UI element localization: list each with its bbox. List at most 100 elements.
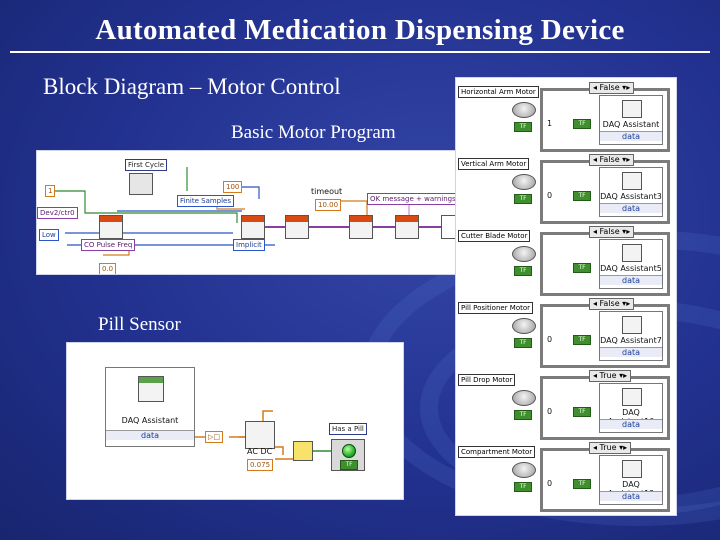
motor-control-knob[interactable] <box>512 390 536 406</box>
daq-icon <box>622 244 642 262</box>
daqmx-wait-node[interactable] <box>349 215 373 239</box>
case-selector[interactable]: ◂ False ▾▸ <box>589 82 635 94</box>
has-a-pill-indicator: TF <box>331 439 365 471</box>
daqmx-timing-node[interactable] <box>241 215 265 239</box>
error-message-selector[interactable]: OK message + warnings <box>367 193 459 205</box>
case-tf-constant: TF <box>573 335 591 345</box>
motor-control-knob[interactable] <box>512 174 536 190</box>
daq-assistant-data: data <box>600 131 662 141</box>
motor-name-label: Cutter Blade Motor <box>458 230 531 242</box>
pill-daq-label: DAQ Assistant <box>121 416 179 425</box>
duty-constant[interactable]: 0.0 <box>99 263 117 274</box>
channel-selector[interactable]: Dev2/ctr0 <box>37 207 78 219</box>
case-tf-constant: TF <box>573 191 591 201</box>
motor-daq-assistant[interactable]: DAQ Assistant10data <box>599 383 663 433</box>
daq-assistant-label: DAQ Assistant <box>602 120 660 129</box>
daq-assistant-data: data <box>600 275 662 285</box>
daq-icon <box>138 376 164 402</box>
basic-motor-diagram: First Cycle Finite Samples 100 timeout 1… <box>36 150 462 275</box>
pill-sensor-caption: Pill Sensor <box>98 314 181 335</box>
case-selector[interactable]: ◂ False ▾▸ <box>589 154 635 166</box>
greater-than-node[interactable] <box>293 441 313 461</box>
has-a-pill-label: Has a Pill <box>329 423 367 435</box>
case-index-constant[interactable]: 0 <box>547 407 553 416</box>
motor-daq-assistant[interactable]: DAQ Assistant data <box>599 95 663 145</box>
implicit-selector[interactable]: Implicit <box>233 239 265 251</box>
case-tf-constant: TF <box>573 263 591 273</box>
motor-tf-terminal: TF <box>514 194 532 204</box>
motor-control-knob[interactable] <box>512 462 536 478</box>
daq-assistant-data: data <box>600 491 662 501</box>
convert-dynamic-node[interactable]: ▷□ <box>205 431 223 443</box>
pill-daq-assistant[interactable]: DAQ Assistant data <box>105 367 195 447</box>
motor-daq-assistant[interactable]: DAQ Assistant12data <box>599 455 663 505</box>
coupling-label: AC DC <box>247 447 273 456</box>
daqmx-start-node[interactable] <box>285 215 309 239</box>
threshold-constant[interactable]: 0.075 <box>247 459 274 471</box>
daq-icon <box>622 172 642 190</box>
slide-title: Automated Medication Dispensing Device <box>95 14 625 46</box>
motor-tf-terminal: TF <box>514 482 532 492</box>
daq-assistant-data: data <box>600 419 662 429</box>
case-structure[interactable]: ◂ True ▾▸DAQ Assistant10data0TF <box>540 370 670 440</box>
pulse-type-selector[interactable]: CO Pulse Freq <box>81 239 136 251</box>
motor-control-knob[interactable] <box>512 102 536 118</box>
pill-daq-data: data <box>106 430 194 440</box>
tf-terminal: TF <box>340 460 358 470</box>
case-selector[interactable]: ◂ False ▾▸ <box>589 298 635 310</box>
case-tf-constant: TF <box>573 479 591 489</box>
motor-tf-terminal: TF <box>514 266 532 276</box>
case-index-constant[interactable]: 1 <box>547 119 553 128</box>
basic-motor-wires <box>51 167 441 256</box>
basic-motor-caption: Basic Motor Program <box>231 122 396 143</box>
motor-tf-terminal: TF <box>514 338 532 348</box>
finite-samples-selector[interactable]: Finite Samples <box>177 195 235 207</box>
motor-daq-assistant[interactable]: DAQ Assistant7 data <box>599 311 663 361</box>
daqmx-create-channel-node[interactable] <box>99 215 123 239</box>
samples-constant[interactable]: 100 <box>223 181 243 193</box>
case-selector[interactable]: ◂ True ▾▸ <box>589 442 632 454</box>
first-cycle-label: First Cycle <box>125 159 168 171</box>
frequency-constant[interactable]: 1 <box>45 185 56 197</box>
motor-tf-terminal: TF <box>514 122 532 132</box>
daq-assistant-label: DAQ Assistant7 <box>600 336 662 345</box>
led-icon <box>342 444 356 458</box>
case-structure[interactable]: ◂ False ▾▸ DAQ Assistant7 data 0 TF <box>540 298 670 368</box>
motor-tf-terminal: TF <box>514 410 532 420</box>
daq-assistant-data: data <box>600 347 662 357</box>
case-structure[interactable]: ◂ False ▾▸ DAQ Assistant data 1 TF <box>540 82 670 152</box>
daqmx-stop-node[interactable] <box>395 215 419 239</box>
daq-assistant-label: DAQ Assistant3 <box>600 192 662 201</box>
daq-icon <box>622 316 642 334</box>
idle-state-selector[interactable]: Low <box>39 229 59 241</box>
case-index-constant[interactable]: 0 <box>547 479 553 488</box>
motor-control-knob[interactable] <box>512 318 536 334</box>
filter-node[interactable] <box>245 421 275 449</box>
timeout-label: timeout <box>311 187 343 196</box>
case-index-constant[interactable]: 0 <box>547 335 553 344</box>
motor-name-label: Compartment Motor <box>458 446 536 458</box>
case-selector[interactable]: ◂ True ▾▸ <box>589 370 632 382</box>
timeout-constant[interactable]: 10.00 <box>315 199 342 211</box>
title-underline <box>10 51 710 53</box>
motor-control-knob[interactable] <box>512 246 536 262</box>
slide-subtitle: Block Diagram – Motor Control <box>43 74 341 99</box>
case-structure[interactable]: ◂ True ▾▸DAQ Assistant12data 0 TF <box>540 442 670 512</box>
motor-name-label: Pill Drop Motor <box>458 374 516 386</box>
case-selector[interactable]: ◂ False ▾▸ <box>589 226 635 238</box>
case-tf-constant: TF <box>573 119 591 129</box>
daq-icon <box>622 100 642 118</box>
motor-name-label: Pill Positioner Motor <box>458 302 534 314</box>
pill-sensor-diagram: DAQ Assistant data ▷□ AC DC 0.075 Has a … <box>66 342 404 500</box>
case-index-constant[interactable]: 0 <box>547 191 553 200</box>
first-cycle-node <box>129 173 153 195</box>
motor-name-label: Horizontal Arm Motor <box>458 86 539 98</box>
